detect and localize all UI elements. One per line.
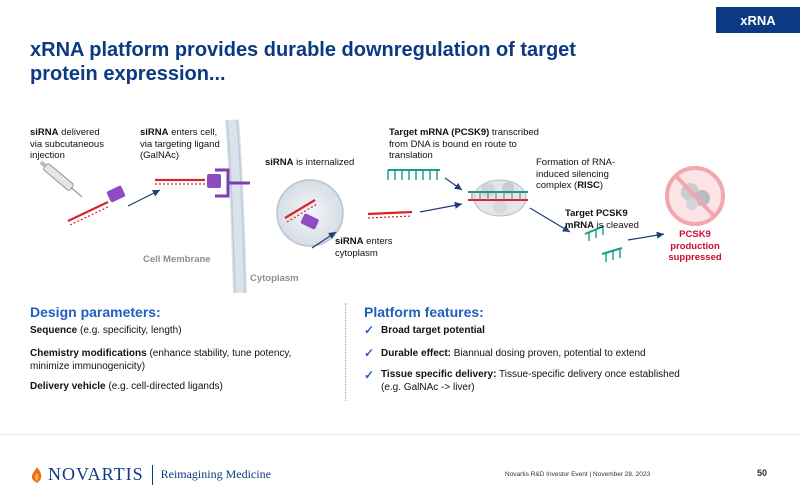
page-number: 50 [757, 468, 768, 478]
cytoplasm-label: Cytoplasm [250, 273, 299, 284]
caption-step-5: Target mRNA (PCSK9) transcribed from DNA… [389, 127, 539, 161]
caption-step-1: siRNA delivered via subcutaneous injecti… [30, 127, 104, 161]
risc-complex [468, 179, 528, 217]
arrow-3 [419, 201, 463, 213]
arrow-2 [311, 231, 337, 249]
design-item-delivery: Delivery vehicle (e.g. cell-directed lig… [30, 381, 223, 392]
caption-step-3: siRNA is internalized [265, 157, 355, 168]
caption-step-7: Target PCSK9 mRNA is cleaved [565, 208, 639, 231]
check-icon: ✓ [364, 368, 375, 382]
cell-membrane [225, 119, 247, 294]
target-mrna [387, 169, 440, 180]
footer-event: Novartis R&D Investor Event | November 2… [505, 471, 651, 478]
sirna-duplex-1 [67, 185, 126, 226]
slide-title: xRNA platform provides durable downregul… [30, 38, 650, 86]
section-tag: xRNA [716, 7, 800, 33]
logo-tagline: Reimagining Medicine [160, 467, 271, 481]
syringe-icon [39, 160, 83, 198]
arrow-5 [529, 207, 571, 233]
design-item-sequence: Sequence (e.g. specificity, length) [30, 325, 182, 336]
mechanism-diagram: siRNA delivered via subcutaneous injecti… [0, 108, 800, 298]
cleaved-mrna [584, 225, 623, 262]
caption-step-2: siRNA enters cell, via targeting ligand … [140, 127, 220, 161]
design-item-chemistry: Chemistry modifications (enhance stabili… [30, 348, 292, 372]
title-line-1: xRNA platform provides durable downregul… [30, 39, 576, 61]
result-label: PCSK9 production suppressed [668, 229, 722, 263]
platform-features-title: Platform features: [364, 304, 484, 320]
caption-step-4: siRNA enters cytoplasm [335, 236, 393, 259]
novartis-logo: NOVARTIS Reimagining Medicine [30, 464, 271, 485]
column-divider [345, 303, 347, 401]
caption-step-6: Formation of RNA- induced silencing comp… [536, 157, 616, 191]
check-icon: ✓ [364, 346, 375, 360]
arrow-6 [627, 231, 665, 241]
footer-rule [0, 434, 800, 435]
logo-separator [151, 464, 153, 485]
flame-logo-icon [31, 466, 42, 483]
arrow-1 [127, 189, 161, 207]
endosome [276, 179, 344, 247]
arrow-4 [444, 177, 463, 191]
platform-item-durable: Durable effect: Biannual dosing proven, … [381, 348, 646, 359]
logo-wordmark: NOVARTIS [48, 464, 144, 484]
platform-item-tissue: Tissue specific delivery: Tissue-specifi… [381, 369, 680, 393]
sirna-duplex-2 [155, 168, 250, 198]
cell-membrane-label: Cell Membrane [143, 254, 211, 265]
design-parameters-title: Design parameters: [30, 304, 161, 320]
mechanism-illustration [39, 119, 725, 294]
check-icon: ✓ [364, 323, 375, 337]
platform-item-broad: Broad target potential [381, 325, 485, 336]
title-line-2: protein expression... [30, 63, 226, 85]
prohibited-protein-icon [665, 166, 725, 226]
sirna-strand-cytoplasm [367, 210, 413, 219]
